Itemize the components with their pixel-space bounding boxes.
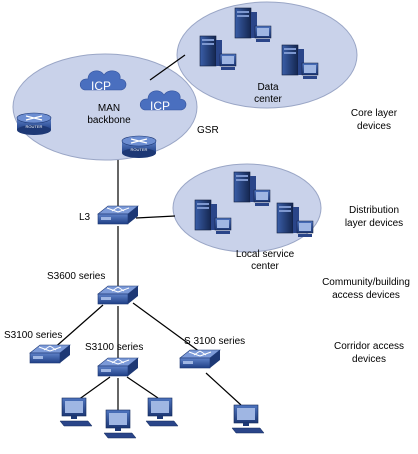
link-mid-to-pc3 (126, 376, 159, 399)
s3100-right-label: S 3100 series (184, 336, 246, 347)
man-backbone-label-line2: backbone (87, 115, 131, 126)
tier-distribution-label: Distribution layer devices (330, 204, 418, 230)
l3-label: L3 (79, 212, 91, 223)
s3100-left-switch-icon (29, 344, 71, 364)
pc-icon-1 (59, 397, 93, 427)
icp-label-2: ICP (150, 99, 171, 113)
local-service-label-line2: center (251, 261, 279, 272)
s3100-left-label: S3100 series (4, 330, 63, 341)
tier-core-line1: Core layer (350, 108, 398, 119)
tier-corridor-line1: Corridor access (333, 341, 405, 352)
s3100-mid-switch-icon (97, 357, 139, 377)
tier-corridor-label: Corridor access devices (324, 340, 414, 366)
s3100-mid-label: S3100 series (85, 342, 144, 353)
link-mid-to-pc1 (77, 376, 111, 401)
tier-core-label: Core layer devices (330, 107, 418, 133)
tier-distribution-line2: layer devices (344, 218, 404, 229)
pc-icon-3 (145, 397, 179, 427)
tier-community-line2: access devices (332, 290, 400, 301)
link-l3-to-localservice (135, 215, 176, 219)
tier-community-line1: Community/building (322, 277, 410, 288)
s3600-switch-icon (97, 285, 139, 305)
pc-icon-4 (231, 404, 265, 434)
gsr-label: GSR (197, 125, 219, 136)
router-badge-right: ROUTER (131, 147, 148, 152)
link-s3600-to-s3100-left (51, 304, 104, 351)
tier-corridor-line2: devices (352, 354, 386, 365)
link-s3600-to-s3100-right (132, 302, 201, 353)
tier-core-line2: devices (357, 121, 391, 132)
tier-distribution-line1: Distribution (348, 205, 400, 216)
tier-community-label: Community/building access devices (316, 276, 416, 302)
s3600-label: S3600 series (47, 271, 106, 282)
l3-switch-icon (97, 205, 139, 225)
router-badge-left: ROUTER (26, 124, 43, 129)
pc-icon-2 (103, 409, 137, 439)
link-man-to-datacenter (149, 54, 186, 81)
link-right-to-pc4 (205, 372, 242, 406)
data-center-label-line1: Data (257, 82, 279, 93)
local-service-label-line1: Local service (235, 249, 295, 260)
data-center-label-line2: center (254, 94, 282, 105)
icp-label-1: ICP (91, 79, 112, 93)
man-backbone-label-line1: MAN (97, 103, 121, 114)
s3100-right-switch-icon (179, 349, 221, 369)
